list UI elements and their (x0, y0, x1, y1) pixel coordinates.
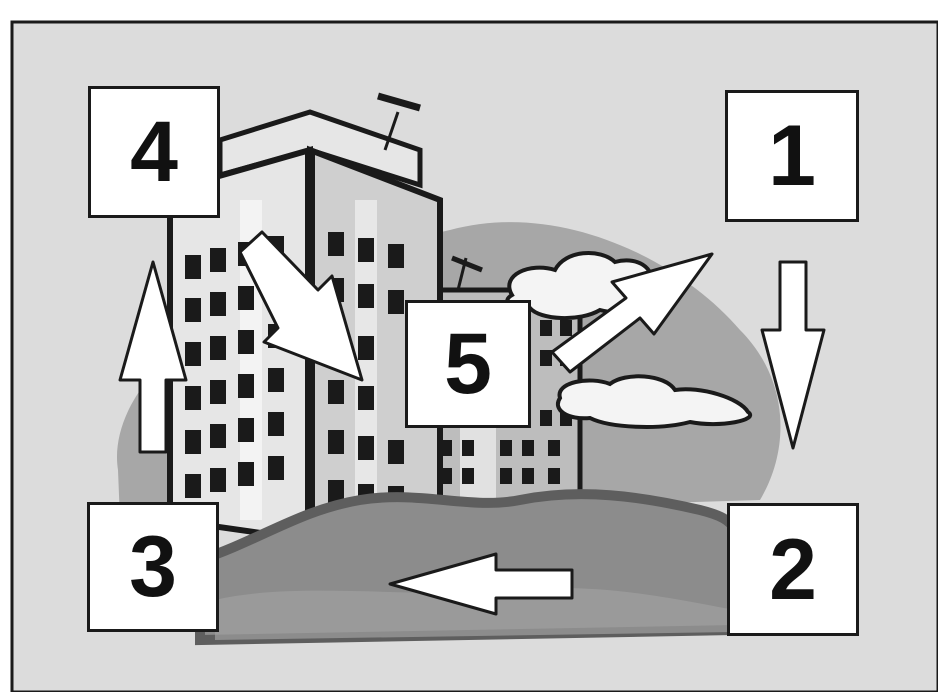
step-4-box: 4 (88, 86, 220, 218)
step-2-box: 2 (727, 503, 859, 636)
step-4-label: 4 (130, 109, 178, 195)
step-1-label: 1 (768, 113, 816, 199)
step-3-box: 3 (87, 502, 219, 632)
step-2-label: 2 (769, 527, 817, 613)
step-1-box: 1 (725, 90, 859, 222)
step-3-label: 3 (129, 524, 177, 610)
step-5-box: 5 (405, 300, 531, 428)
step-5-label: 5 (444, 321, 492, 407)
